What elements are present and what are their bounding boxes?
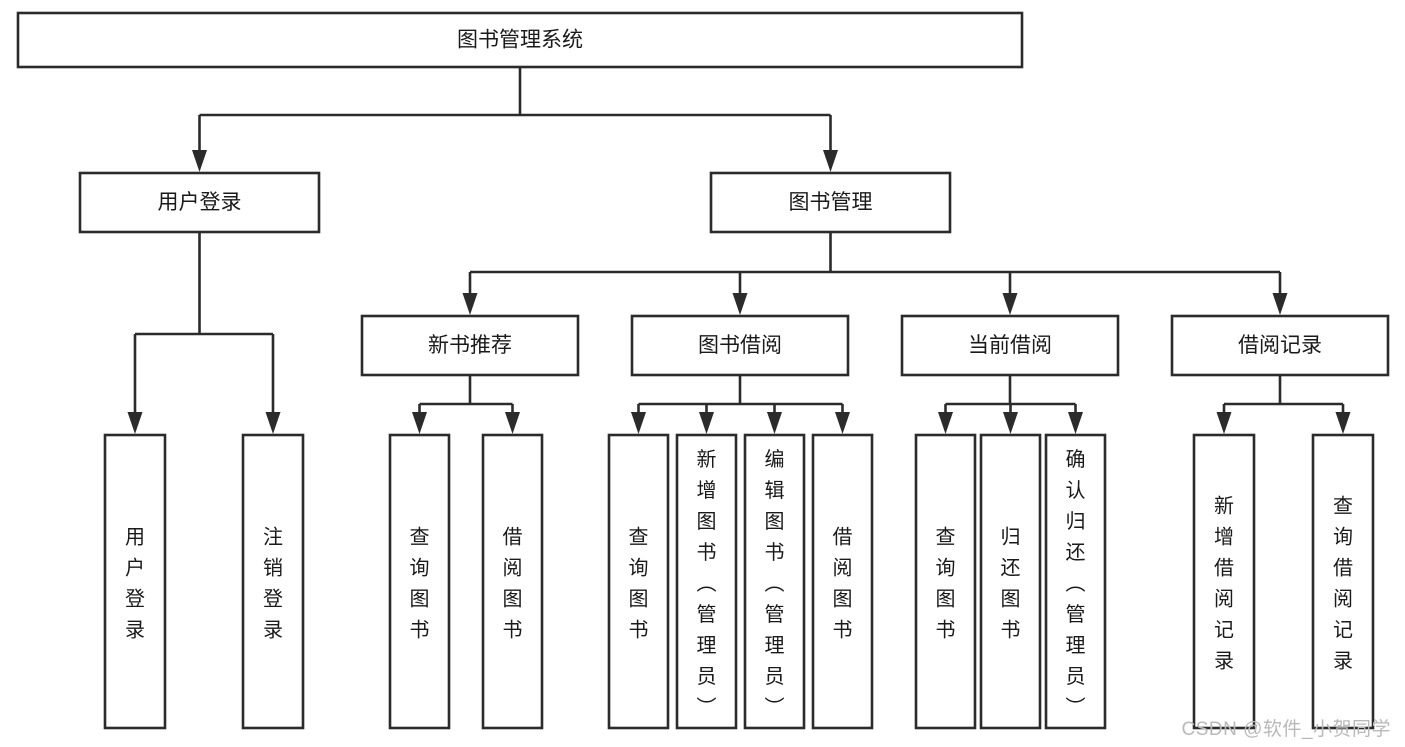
node-box[interactable]: [709, 171, 952, 234]
arrow-head-icon: [1216, 412, 1232, 434]
connector-layer: [127, 67, 1351, 434]
connector-group-new-book-rec: [412, 375, 520, 434]
node-leaf-add-record[interactable]: 新增借阅记录: [1192, 433, 1256, 730]
node-label: 图书管理: [789, 191, 873, 214]
node-label: 新书推荐: [428, 334, 512, 357]
arrow-head-icon: [1335, 412, 1351, 434]
node-label: 注销登录: [263, 526, 283, 642]
node-box[interactable]: [979, 433, 1042, 730]
node-label: 查询图书: [410, 526, 430, 642]
node-leaf-borrow-book-2[interactable]: 借阅图书: [811, 433, 874, 730]
arrow-head-icon: [1068, 412, 1083, 434]
node-box[interactable]: [78, 171, 321, 234]
arrow-head-icon: [938, 412, 953, 434]
node-box[interactable]: [103, 433, 167, 730]
node-book-borrow[interactable]: 图书借阅: [630, 314, 850, 377]
node-leaf-user-login[interactable]: 用户登录: [103, 433, 167, 730]
node-label: 查询图书: [936, 526, 956, 642]
node-leaf-edit-book[interactable]: 编辑图书︵管理员︶: [743, 433, 806, 730]
arrow-head-icon: [1002, 293, 1018, 315]
node-label: 借阅图书: [833, 526, 853, 642]
arrow-head-icon: [192, 150, 207, 172]
arrow-head-icon: [732, 293, 748, 315]
arrow-head-icon: [835, 412, 850, 434]
node-box[interactable]: [900, 314, 1120, 377]
node-leaf-query-book-2[interactable]: 查询图书: [607, 433, 670, 730]
node-label: 借阅记录: [1238, 334, 1322, 357]
connector-group-borrow-record: [1216, 375, 1351, 434]
arrow-head-icon: [1272, 293, 1288, 315]
node-box[interactable]: [630, 314, 850, 377]
node-label: 图书借阅: [698, 334, 782, 357]
node-box[interactable]: [1044, 433, 1107, 730]
connector-group-user-login: [127, 232, 281, 434]
connector-group-root: [192, 67, 838, 172]
arrow-head-icon: [823, 150, 838, 172]
connector-group-current-borrow: [938, 375, 1083, 434]
node-label: 编辑图书︵管理员︶: [765, 448, 785, 719]
node-box[interactable]: [1170, 314, 1390, 377]
arrow-head-icon: [767, 412, 782, 434]
node-borrow-record[interactable]: 借阅记录: [1170, 314, 1390, 377]
node-new-book-rec[interactable]: 新书推荐: [360, 314, 580, 377]
node-leaf-add-book[interactable]: 新增图书︵管理员︶: [675, 433, 738, 730]
node-label: 查询借阅记录: [1333, 495, 1353, 673]
arrow-head-icon: [631, 412, 646, 434]
node-label: 用户登录: [158, 191, 242, 214]
node-leaf-borrow-book-1[interactable]: 借阅图书: [481, 433, 544, 730]
node-leaf-return-book[interactable]: 归还图书: [979, 433, 1042, 730]
arrow-head-icon: [699, 412, 714, 434]
node-box[interactable]: [1192, 433, 1256, 730]
connector-group-book-borrow: [631, 375, 850, 434]
arrow-head-icon: [505, 412, 520, 434]
node-box[interactable]: [743, 433, 806, 730]
node-box[interactable]: [811, 433, 874, 730]
arrow-head-icon: [265, 412, 281, 434]
node-leaf-confirm-return[interactable]: 确认归还︵管理员︶: [1044, 433, 1107, 730]
node-leaf-query-book-1[interactable]: 查询图书: [388, 433, 451, 730]
node-leaf-logout[interactable]: 注销登录: [241, 433, 305, 730]
node-book-manage[interactable]: 图书管理: [709, 171, 952, 234]
node-current-borrow[interactable]: 当前借阅: [900, 314, 1120, 377]
node-label: 当前借阅: [968, 334, 1052, 357]
node-label: 图书管理系统: [457, 29, 583, 52]
node-user-login[interactable]: 用户登录: [78, 171, 321, 234]
node-label: 用户登录: [125, 527, 145, 642]
arrow-head-icon: [127, 412, 143, 434]
node-label: 查询图书: [629, 526, 649, 642]
arrow-head-icon: [412, 412, 427, 434]
arrow-head-icon: [1003, 412, 1018, 434]
node-box[interactable]: [481, 433, 544, 730]
node-box[interactable]: [914, 433, 977, 730]
node-box[interactable]: [241, 433, 305, 730]
arrow-head-icon: [462, 293, 478, 315]
node-leaf-query-book-3[interactable]: 查询图书: [914, 433, 977, 730]
node-box[interactable]: [1311, 433, 1375, 730]
node-box[interactable]: [360, 314, 580, 377]
node-root[interactable]: 图书管理系统: [16, 11, 1024, 69]
node-box[interactable]: [675, 433, 738, 730]
node-leaf-query-record[interactable]: 查询借阅记录: [1311, 433, 1375, 730]
node-label: 确认归还︵管理员︶: [1066, 448, 1086, 719]
connector-group-book-manage: [462, 232, 1288, 315]
node-label: 新增借阅记录: [1214, 495, 1234, 673]
node-box[interactable]: [607, 433, 670, 730]
node-label: 借阅图书: [503, 526, 523, 642]
node-layer: 图书管理系统用户登录图书管理新书推荐图书借阅当前借阅借阅记录用户登录注销登录查询…: [16, 11, 1390, 730]
node-box[interactable]: [16, 11, 1024, 69]
node-box[interactable]: [388, 433, 451, 730]
node-label: 归还图书: [1001, 526, 1021, 642]
node-label: 新增图书︵管理员︶: [697, 448, 717, 719]
